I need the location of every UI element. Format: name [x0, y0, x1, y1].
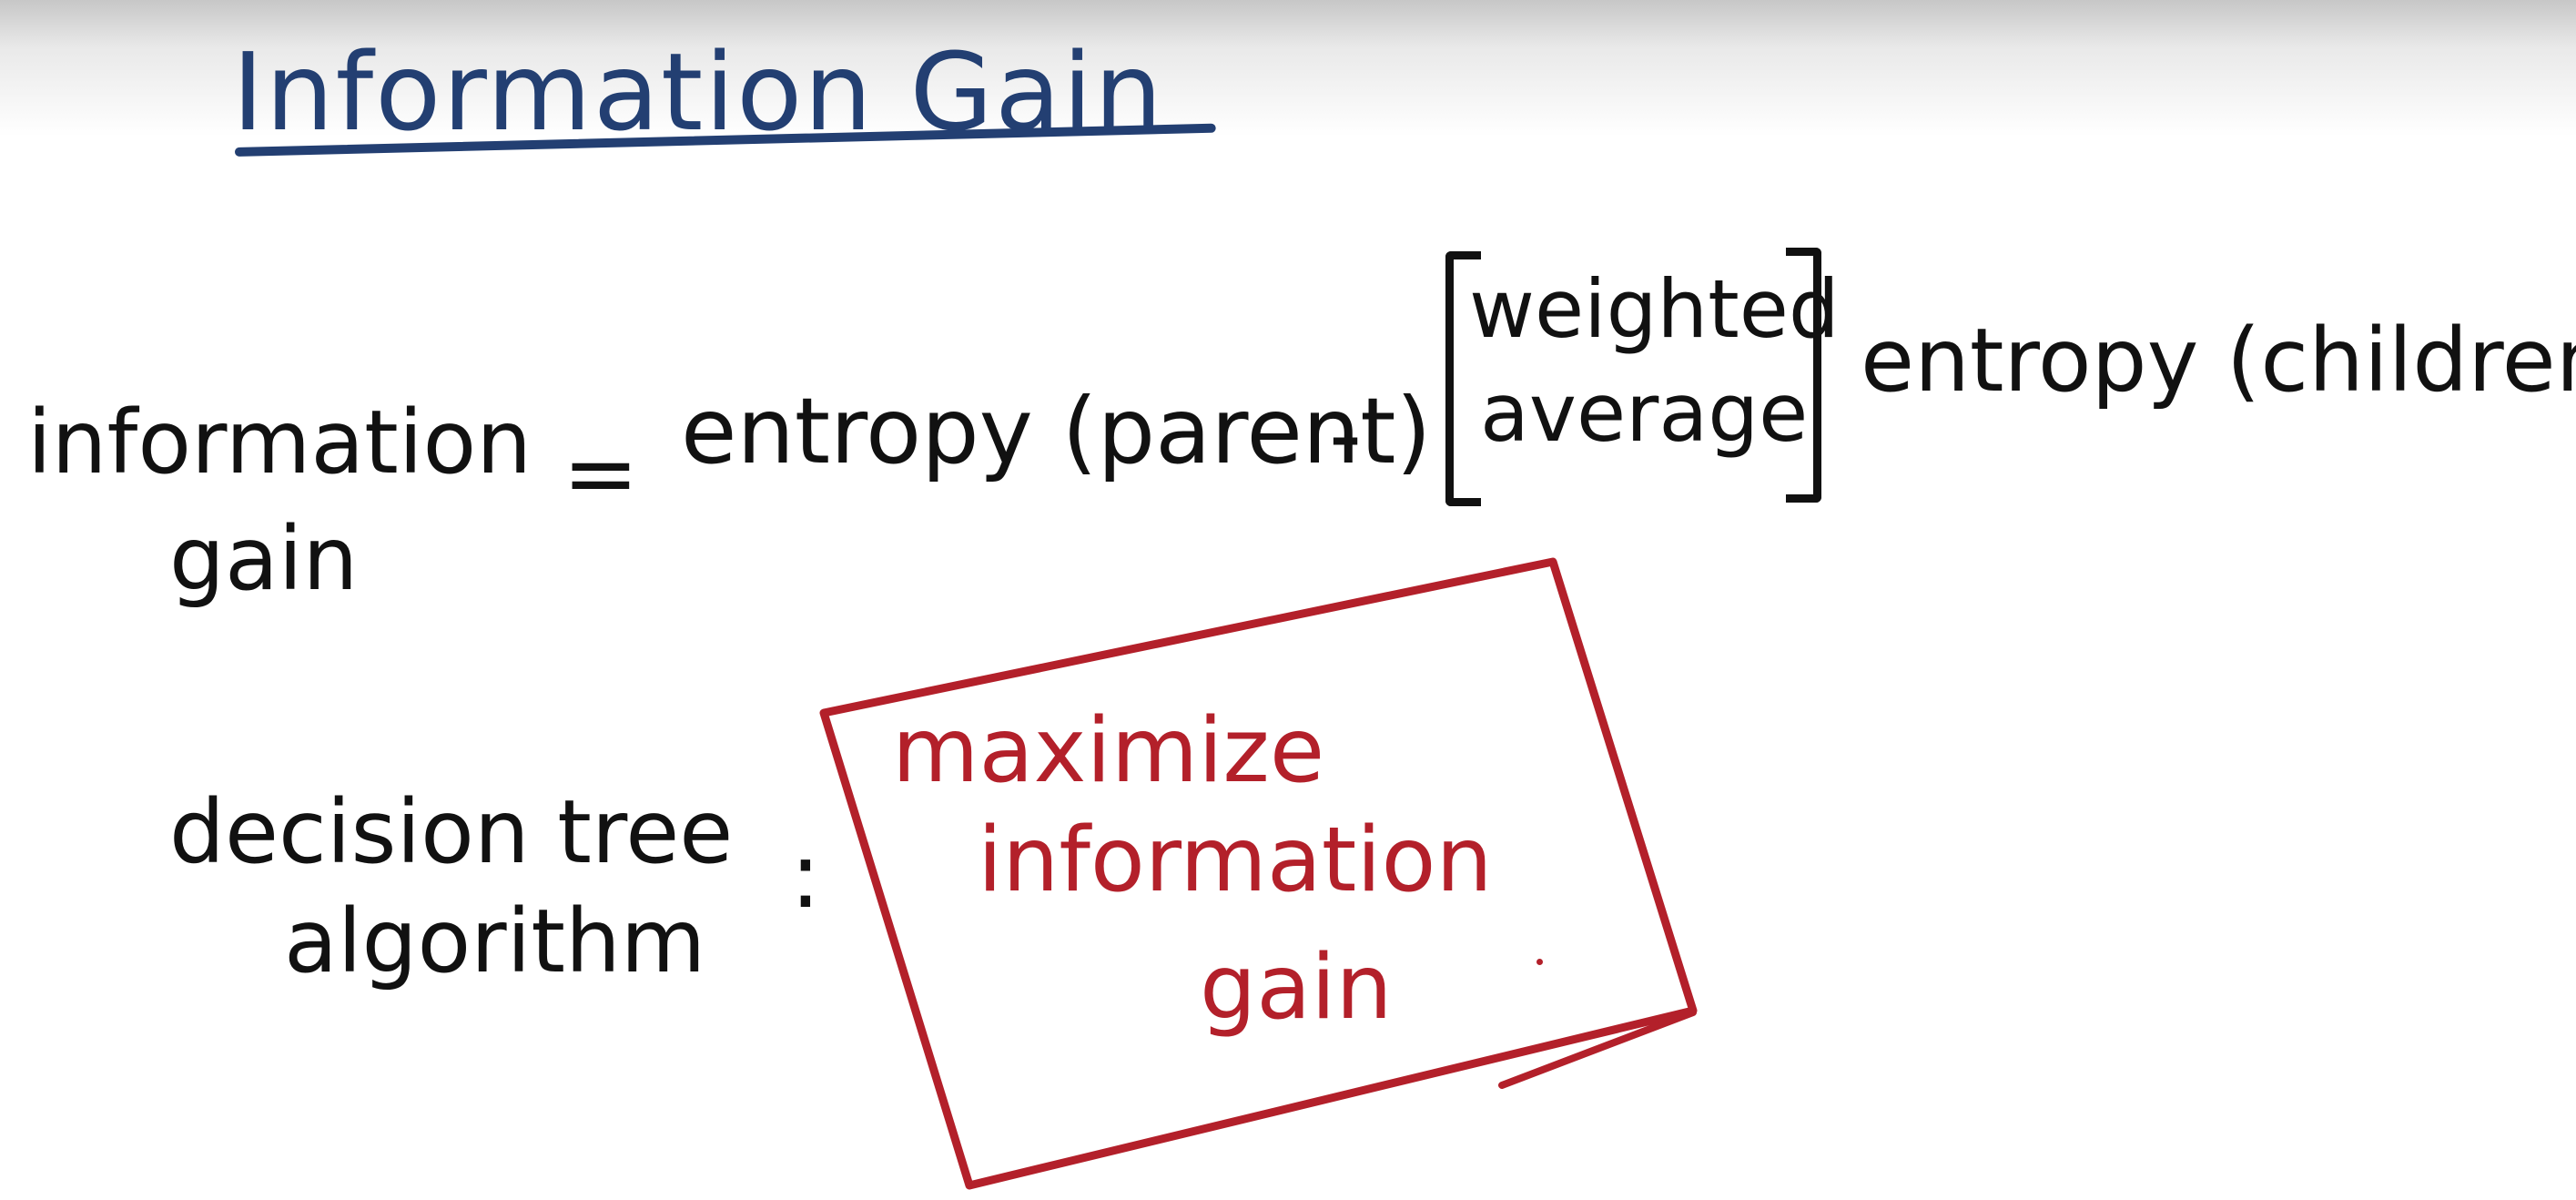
red-dot	[1536, 959, 1543, 965]
entropy-children-term: entropy (children)	[1861, 310, 2576, 412]
algorithm-label: algorithm	[284, 890, 706, 992]
left-bracket	[1445, 251, 1481, 506]
top-shadow	[0, 0, 2576, 137]
equals-sign: =	[563, 420, 639, 526]
decision-tree-label: decision tree	[169, 781, 734, 883]
bracket-average: average	[1480, 366, 1809, 460]
lhs-gain: gain	[169, 508, 359, 610]
bracket-weighted: weighted	[1469, 262, 1840, 356]
entropy-parent-term: entropy (parent)	[681, 378, 1432, 484]
box-information: information	[978, 808, 1493, 912]
lhs-information: information	[27, 392, 532, 493]
right-bracket	[1786, 248, 1821, 503]
box-maximize: maximize	[892, 699, 1325, 803]
colon: :	[790, 822, 821, 929]
box-gain: gain	[1200, 936, 1393, 1040]
minus-sign: -	[1329, 381, 1363, 488]
